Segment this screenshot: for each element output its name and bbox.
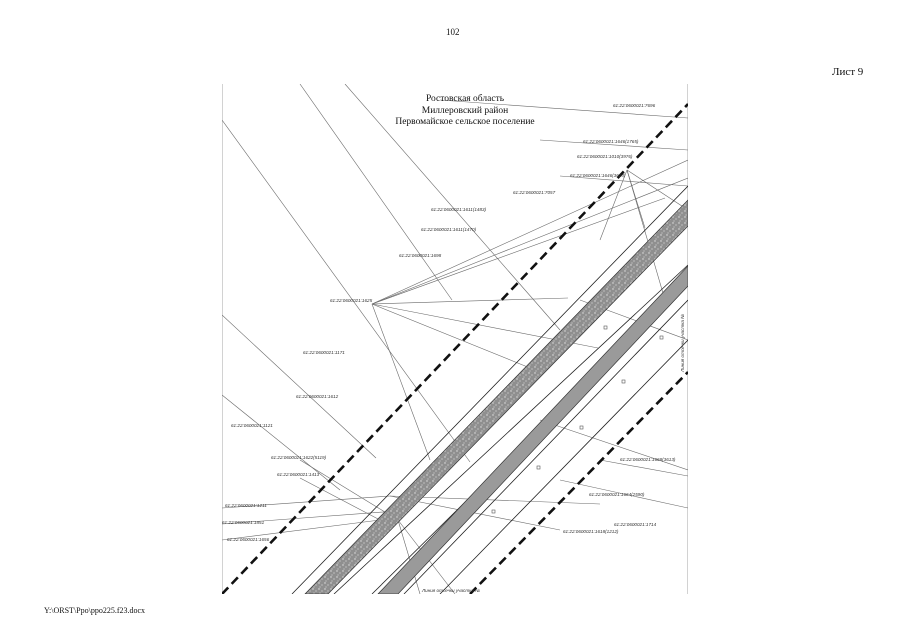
parcel-label: 61:22:0600021:1121 — [231, 423, 273, 428]
map-title: Ростовская область Миллеровский район Пе… — [370, 94, 560, 129]
parcel-label: 61:22:0600021:1656 — [227, 537, 270, 542]
parcel-label: 61:22:0600021:1612 — [296, 394, 339, 399]
parcel-label: 61:22:0600021:1211 — [225, 503, 267, 508]
parcel-label: 61:22:0600021:1668(3613) — [620, 457, 676, 462]
boundary-label: Линия отсечки участка № — [421, 588, 480, 593]
parcel-label: 61:22:0600021:1618(1212) — [563, 529, 619, 534]
parcel-label: 61:22:0600021:7696 — [613, 103, 656, 108]
map-linework: 61:22:0600021:7696 61:22:0600021:1646(17… — [222, 84, 688, 594]
point-markers — [491, 325, 664, 514]
parcel-label: 61:22:0600021:1851 — [222, 520, 265, 525]
title-settlement: Первомайское сельское поселение — [395, 117, 535, 127]
road-strip-lower — [377, 265, 688, 594]
parcel-label: 61:22:0600021:1622(5119) — [271, 455, 327, 460]
parcel-label: 61:22:0600021:1611(1470) — [421, 227, 477, 232]
title-region: Ростовская область — [425, 94, 505, 104]
strip-edges — [291, 185, 688, 594]
parcel-label: 61:22:0600021:1611(1483) — [431, 207, 487, 212]
parcel-label: 61:22:0600021:1646(1765) — [583, 139, 639, 144]
zone-boundaries — [222, 103, 688, 594]
road-strip-upper — [304, 199, 688, 594]
parcel-label: 61:22:0600021:1171 — [303, 350, 345, 355]
parcel-label: 61:22:0600021:1413 — [277, 472, 320, 477]
boundary-label-group: Линия отсечки участка № Линия отсечки уч… — [421, 314, 685, 593]
footer-path: Y:\ORST\Ppo\ppo225.f23.docx — [44, 606, 146, 615]
title-district: Миллеровский район — [421, 105, 509, 116]
parcel-label: 61:22:0600021:1698 — [399, 253, 442, 258]
parcel-boundaries — [222, 84, 688, 594]
parcel-label: 61:22:0600021:1714 — [614, 522, 657, 527]
parcel-label: 61:22:0600021:1625 — [330, 298, 373, 303]
parcel-label: 61:22:0600021:1664(2590) — [589, 492, 645, 497]
sheet-label: Лист 9 — [832, 66, 864, 78]
boundary-label: Линия отсечки участка № — [680, 314, 685, 373]
page-number: 102 — [446, 27, 460, 37]
parcel-label-group: 61:22:0600021:7696 61:22:0600021:1646(17… — [222, 103, 676, 542]
parcel-label: 61:22:0600021:1010(3976) — [577, 154, 633, 159]
parcel-label: 61:22:0600021:1646(3624) — [570, 173, 626, 178]
parcel-label: 61:22:0600021:7057 — [513, 190, 556, 195]
